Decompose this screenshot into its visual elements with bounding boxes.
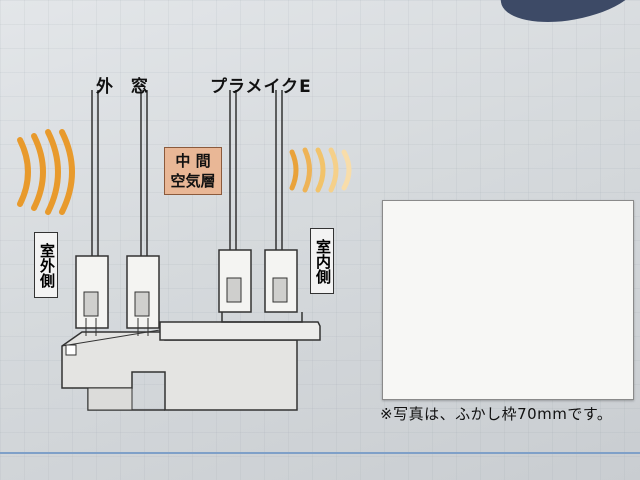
inner-window-glass bbox=[229, 90, 283, 252]
air-layer-label: 中 間 空気層 bbox=[164, 147, 222, 195]
photo-caption: ※写真は、ふかし枠70mmです。 bbox=[380, 405, 613, 423]
indoor-side-label: 室内側 bbox=[310, 228, 334, 294]
outer-window-sash bbox=[75, 255, 160, 336]
outdoor-side-label: 室外側 bbox=[34, 232, 58, 298]
outdoor-sound-wave-icon bbox=[17, 129, 75, 215]
plamake-label: プラメイクE bbox=[210, 77, 312, 97]
indoor-sound-wave-icon bbox=[289, 147, 352, 193]
photo-inset-frame bbox=[382, 200, 634, 400]
inner-window-sash bbox=[218, 249, 303, 323]
outer-window-label: 外 窓 bbox=[96, 77, 154, 97]
bottom-rule bbox=[0, 452, 640, 454]
air-layer-label-line1: 中 間 bbox=[175, 152, 211, 170]
window-sill bbox=[61, 321, 321, 411]
air-layer-label-line2: 空気層 bbox=[170, 172, 216, 190]
outer-window-glass bbox=[91, 90, 148, 258]
